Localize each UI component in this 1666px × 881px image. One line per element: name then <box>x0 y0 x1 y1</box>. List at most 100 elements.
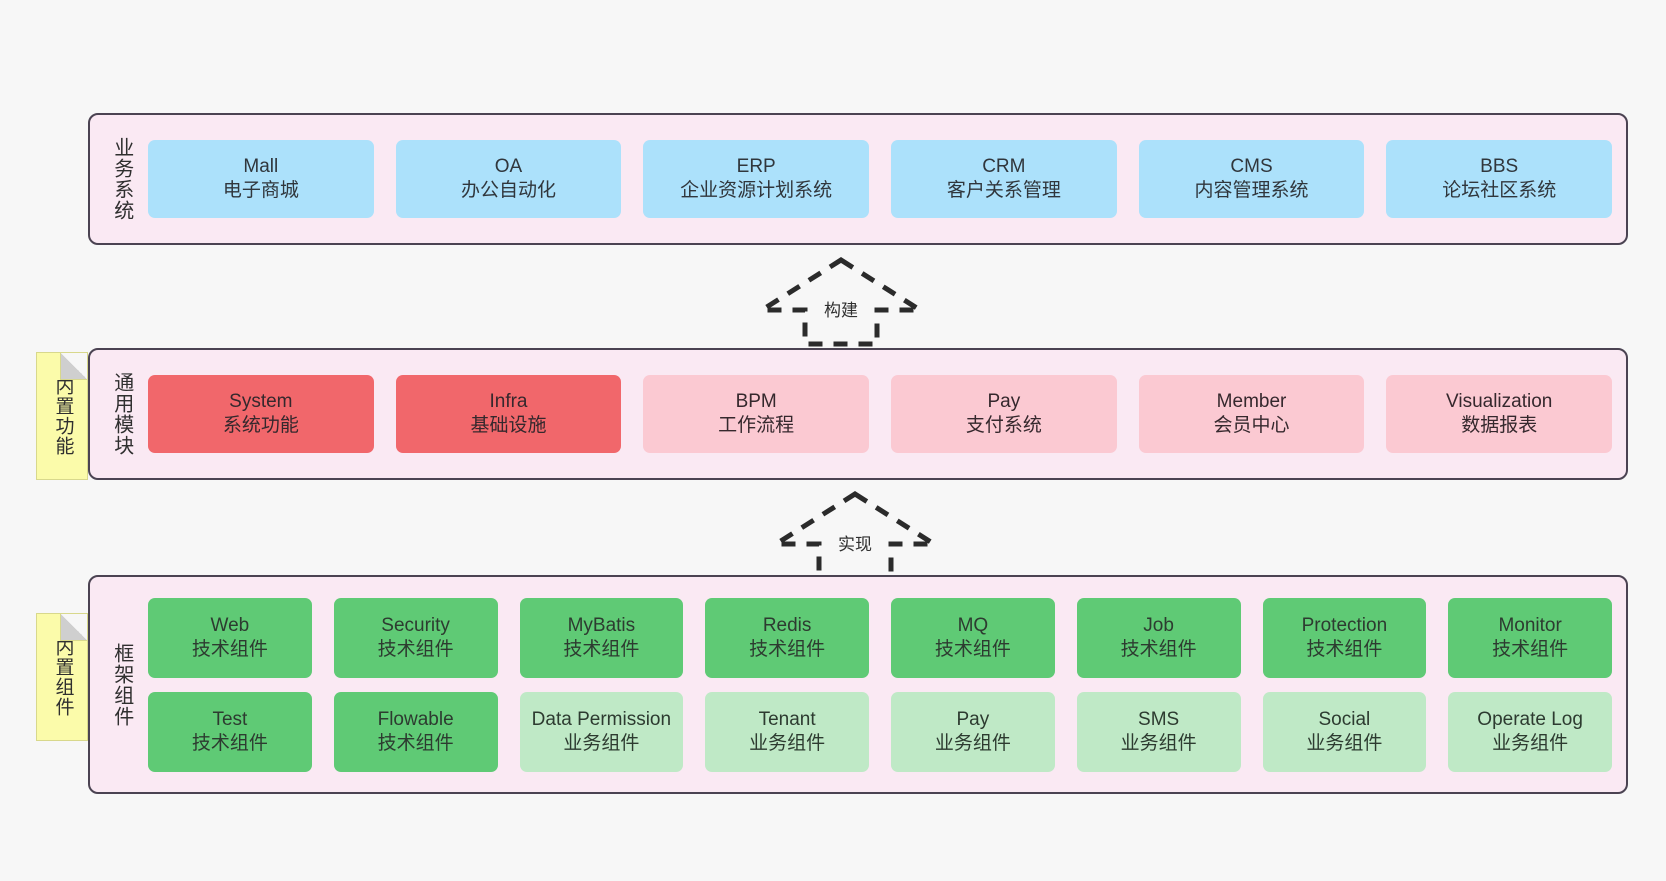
node-job[interactable]: Job 技术组件 <box>1076 597 1241 678</box>
layer-body-framework: Web 技术组件 Security 技术组件 MyBatis 技术组件 Redi… <box>140 577 1626 792</box>
node-title: Member <box>1216 391 1287 413</box>
node-subtitle: 技术组件 <box>1120 638 1197 660</box>
node-subtitle: 业务组件 <box>1306 732 1383 754</box>
node-test[interactable]: Test 技术组件 <box>148 691 312 772</box>
layer-body-modules: System 系统功能 Infra 基础设施 BPM 工作流程 Pay 支付系统… <box>140 350 1626 478</box>
node-title: SMS <box>1138 708 1180 730</box>
arrow-implement-label: 实现 <box>838 535 872 554</box>
node-pay[interactable]: Pay 支付系统 <box>891 375 1117 453</box>
node-title: MyBatis <box>567 614 636 636</box>
node-bbs[interactable]: BBS 论坛社区系统 <box>1386 140 1613 218</box>
arrow-build-label: 构建 <box>824 301 858 320</box>
node-subtitle: 系统功能 <box>222 415 299 436</box>
node-data-permission[interactable]: Data Permission 业务组件 <box>519 691 684 772</box>
node-cms[interactable]: CMS 内容管理系统 <box>1138 140 1365 218</box>
node-bpm[interactable]: BPM 工作流程 <box>643 375 870 453</box>
note-builtin-function[interactable]: 内置功能 <box>36 352 88 480</box>
node-subtitle: 内容管理系统 <box>1194 180 1309 201</box>
node-title: Security <box>381 614 450 636</box>
node-infra[interactable]: Infra 基础设施 <box>395 375 622 453</box>
row-framework-1: Web 技术组件 Security 技术组件 MyBatis 技术组件 Redi… <box>148 597 1612 678</box>
node-subtitle: 基础设施 <box>470 415 547 436</box>
layer-title-modules: 通用模块 <box>110 372 133 456</box>
node-title: Mall <box>243 156 279 178</box>
node-title: Web <box>210 614 250 636</box>
node-mybatis[interactable]: MyBatis 技术组件 <box>519 597 684 678</box>
node-title: Redis <box>762 614 812 636</box>
note-builtin-component[interactable]: 内置组件 <box>36 613 88 741</box>
node-subtitle: 技术组件 <box>377 638 454 660</box>
node-title: BBS <box>1480 156 1519 178</box>
node-tenant[interactable]: Tenant 业务组件 <box>705 691 869 772</box>
node-title: MQ <box>957 614 989 636</box>
layer-common-modules[interactable]: 通用模块 System 系统功能 Infra 基础设施 BPM 工作流程 Pay… <box>88 348 1628 480</box>
node-subtitle: 业务组件 <box>1120 732 1197 754</box>
node-title: Visualization <box>1446 391 1553 413</box>
node-subtitle: 企业资源计划系统 <box>680 180 833 201</box>
node-title: CMS <box>1230 156 1273 178</box>
layer-title-framework: 框架组件 <box>110 642 133 727</box>
node-subtitle: 工作流程 <box>718 415 795 436</box>
node-flowable[interactable]: Flowable 技术组件 <box>333 691 498 772</box>
node-title: ERP <box>736 156 776 178</box>
arrow-implement: 实现 <box>770 488 940 582</box>
node-title: BPM <box>735 391 777 413</box>
node-subtitle: 业务组件 <box>1492 732 1569 754</box>
note-label: 内置功能 <box>52 376 74 456</box>
layer-title-business: 业务系统 <box>110 137 133 221</box>
layer-framework-components[interactable]: 框架组件 Web 技术组件 Security 技术组件 MyBatis 技术组件… <box>88 575 1628 794</box>
node-mall[interactable]: Mall 电子商城 <box>148 140 374 218</box>
node-member[interactable]: Member 会员中心 <box>1138 375 1365 453</box>
node-web[interactable]: Web 技术组件 <box>148 597 312 678</box>
node-title: Pay <box>987 391 1021 413</box>
node-subtitle: 数据报表 <box>1461 415 1538 436</box>
row-framework-2: Test 技术组件 Flowable 技术组件 Data Permission … <box>148 691 1612 772</box>
arrow-build: 构建 <box>756 254 926 348</box>
node-subtitle: 技术组件 <box>191 732 268 754</box>
node-subtitle: 电子商城 <box>222 180 299 201</box>
node-title: Social <box>1318 708 1371 730</box>
row-modules-1: System 系统功能 Infra 基础设施 BPM 工作流程 Pay 支付系统… <box>148 375 1613 453</box>
node-subtitle: 技术组件 <box>1306 638 1383 660</box>
node-security[interactable]: Security 技术组件 <box>333 597 498 678</box>
node-subtitle: 技术组件 <box>563 638 640 660</box>
node-protection[interactable]: Protection 技术组件 <box>1262 597 1427 678</box>
node-subtitle: 业务组件 <box>934 732 1011 754</box>
node-title: Data Permission <box>531 708 672 730</box>
node-title: System <box>229 391 293 413</box>
note-label: 内置组件 <box>52 637 74 717</box>
node-subtitle: 技术组件 <box>749 638 826 660</box>
node-pay-biz[interactable]: Pay 业务组件 <box>891 691 1055 772</box>
node-title: Pay <box>956 708 990 730</box>
node-mq[interactable]: MQ 技术组件 <box>891 597 1055 678</box>
node-social[interactable]: Social 业务组件 <box>1262 691 1427 772</box>
node-crm[interactable]: CRM 客户关系管理 <box>891 140 1117 218</box>
node-title: Test <box>212 708 248 730</box>
node-title: OA <box>494 156 523 178</box>
node-sms[interactable]: SMS 业务组件 <box>1076 691 1241 772</box>
node-title: Operate Log <box>1477 708 1583 730</box>
node-title: Tenant <box>758 708 816 730</box>
node-redis[interactable]: Redis 技术组件 <box>705 597 869 678</box>
layer-business-systems[interactable]: 业务系统 Mall 电子商城 OA 办公自动化 ERP 企业资源计划系统 CRM… <box>88 113 1628 245</box>
layer-body-business: Mall 电子商城 OA 办公自动化 ERP 企业资源计划系统 CRM 客户关系… <box>140 115 1626 243</box>
node-subtitle: 办公自动化 <box>461 180 557 201</box>
node-title: Job <box>1143 614 1174 636</box>
node-system[interactable]: System 系统功能 <box>148 375 374 453</box>
node-title: Monitor <box>1498 614 1562 636</box>
row-business-1: Mall 电子商城 OA 办公自动化 ERP 企业资源计划系统 CRM 客户关系… <box>148 140 1613 218</box>
node-subtitle: 论坛社区系统 <box>1442 180 1557 201</box>
node-title: Protection <box>1301 614 1388 636</box>
node-subtitle: 业务组件 <box>563 732 640 754</box>
node-visualization[interactable]: Visualization 数据报表 <box>1386 375 1613 453</box>
dashed-up-arrow-icon <box>756 257 926 347</box>
node-oa[interactable]: OA 办公自动化 <box>395 140 622 218</box>
node-title: Infra <box>489 391 528 413</box>
node-monitor[interactable]: Monitor 技术组件 <box>1448 597 1612 678</box>
node-subtitle: 技术组件 <box>1492 638 1569 660</box>
node-subtitle: 技术组件 <box>377 732 454 754</box>
node-subtitle: 技术组件 <box>934 638 1011 660</box>
node-erp[interactable]: ERP 企业资源计划系统 <box>643 140 870 218</box>
node-operate-log[interactable]: Operate Log 业务组件 <box>1448 691 1612 772</box>
